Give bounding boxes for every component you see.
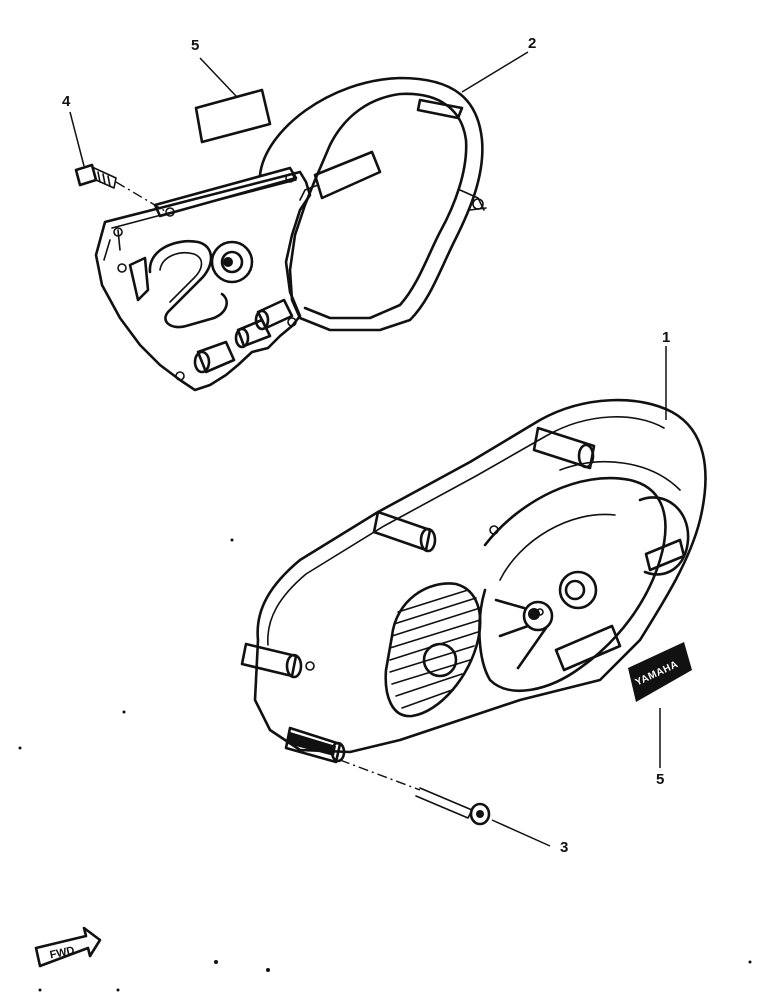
bolt-part-4 xyxy=(74,163,171,215)
callout-2: 2 xyxy=(528,35,536,52)
forward-arrow-icon: FWD xyxy=(34,926,102,968)
scan-specks xyxy=(18,538,752,992)
fwd-arrow-text: FWD xyxy=(49,944,76,961)
callout-4: 4 xyxy=(62,93,71,110)
outer-cover-part-1 xyxy=(240,398,707,764)
callout-5-bottom: 5 xyxy=(656,771,664,788)
bolt-part-3 xyxy=(339,759,491,826)
callout-5-top: 5 xyxy=(191,37,199,54)
leader-lines xyxy=(69,51,667,847)
callout-1: 1 xyxy=(662,329,670,346)
inner-cover-part-2 xyxy=(94,76,487,392)
yamaha-emblem-part-5: YAMAHA xyxy=(628,642,692,702)
label-plate-part-5-top xyxy=(194,88,272,144)
callout-3: 3 xyxy=(560,839,568,856)
